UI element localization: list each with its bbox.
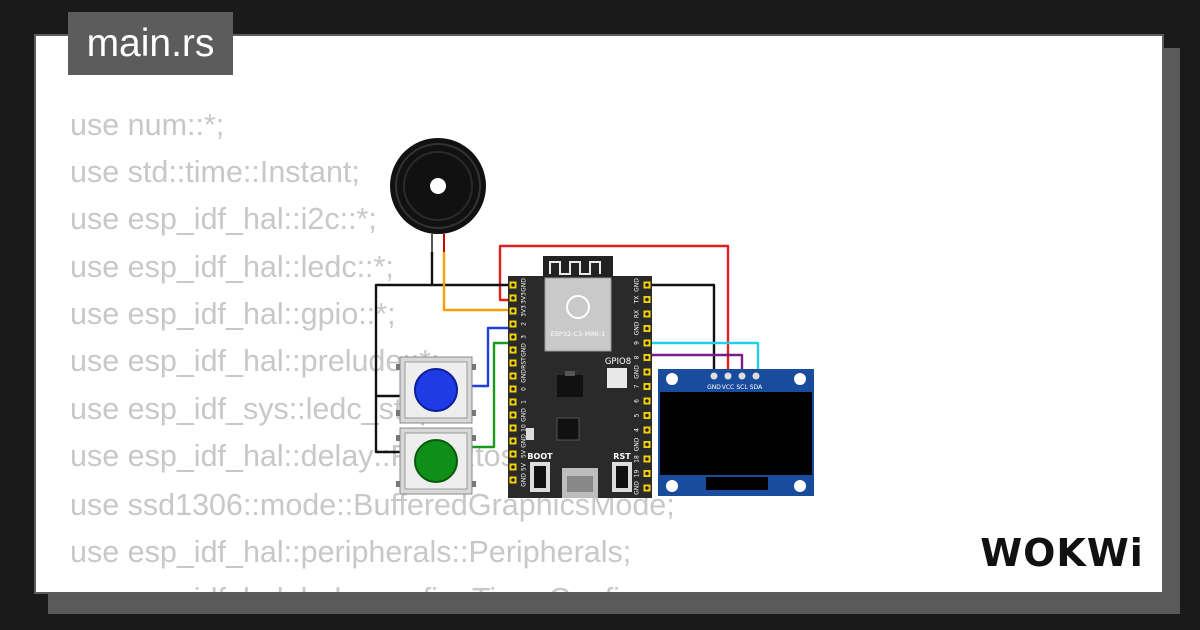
code-line: use esp_idf_hal::prelude::*; [70, 344, 440, 378]
power-led [526, 428, 534, 440]
file-tab[interactable]: main.rs [68, 12, 233, 75]
left-pin-label: GND [521, 343, 528, 357]
left-pin-label: 3V3 [521, 292, 528, 304]
regulator-chip [557, 375, 583, 397]
wire-black-gnd [374, 283, 432, 454]
right-pin-label: 9 [634, 341, 641, 345]
right-pin-label: 19 [634, 470, 641, 478]
wire-cyan [647, 341, 760, 378]
left-pin-label: 1 [521, 400, 528, 404]
left-pin-label: GND [521, 369, 528, 383]
left-pin-label: 0 [521, 387, 528, 391]
green-pushbutton[interactable] [396, 427, 476, 495]
right-pin-label: 8 [634, 355, 641, 359]
right-pin-label: TX [634, 296, 641, 305]
gpio8-led [607, 368, 627, 388]
esp32-c3-board[interactable]: ESP32-C3-MINI-1 GPIO8 BOOT RST GND3V33V3… [508, 256, 652, 498]
wire-black-oled [647, 283, 716, 378]
buzzer[interactable] [390, 138, 486, 252]
oled-display[interactable]: GND VCC SCL SDA [658, 369, 814, 496]
left-pin-label: GND [521, 408, 528, 422]
right-pin-label: 18 [634, 455, 641, 463]
right-pin-label: 7 [634, 384, 641, 388]
code-line: use esp_idf_hal::peripherals::Peripheral… [70, 535, 632, 569]
wire-green [472, 341, 512, 449]
left-pin-label: 2 [521, 322, 528, 326]
left-pin-label: 3V3 [521, 305, 528, 317]
code-line: use esp_idf_hal::ledc::config::TimerConf… [70, 582, 645, 592]
right-pin-label: GND [634, 437, 641, 451]
code-line: use esp_idf_hal::i2c::*; [70, 202, 377, 236]
left-pin-label: RST [521, 357, 528, 369]
left-pin-label: GND [521, 473, 528, 487]
blue-pushbutton[interactable] [396, 356, 476, 424]
right-pin-label: GND [634, 365, 641, 379]
right-pin-label: GND [634, 278, 641, 292]
wire-red [498, 244, 730, 378]
oled-pin-gnd: GND [707, 384, 721, 391]
code-line: use num::*; [70, 108, 225, 142]
left-pin-label: 10 [521, 424, 528, 432]
code-line: use esp_idf_hal::gpio::*; [70, 297, 396, 331]
left-pin-label: GND [521, 434, 528, 448]
boot-label: BOOT [527, 452, 553, 461]
left-pin-label: GND [521, 278, 528, 292]
oled-pin-vcc: VCC [722, 384, 734, 391]
rst-label: RST [613, 452, 631, 461]
left-pin-label: 5V [521, 449, 528, 458]
usb-chip [556, 417, 580, 441]
right-pin-label: GND [634, 481, 641, 495]
left-pin-label: 5V [521, 462, 528, 471]
right-pin-label: GND [634, 321, 641, 335]
module-label: ESP32-C3-MINI-1 [551, 330, 606, 338]
right-pin-label: 4 [634, 428, 641, 432]
code-line: use std::time::Instant; [70, 155, 360, 189]
left-pin-label: 3 [521, 335, 528, 339]
code-line: use esp_idf_sys::ledc_stop; [70, 392, 445, 426]
oled-pin-scl: SCL [736, 384, 748, 391]
gpio8-label: GPIO8 [605, 357, 631, 367]
right-pin-label: 5 [634, 413, 641, 417]
right-pin-label: 6 [634, 399, 641, 403]
wokwi-logo[interactable]: WOKWi [975, 524, 1150, 580]
espressif-logo-icon [566, 295, 590, 319]
oled-pin-sda: SDA [750, 384, 763, 391]
wire-blue [472, 326, 512, 388]
antenna-module [543, 256, 613, 280]
code-line: use esp_idf_hal::ledc::*; [70, 250, 394, 284]
right-pin-label: RX [634, 310, 641, 318]
wokwi-logo-text: WOKWi [980, 531, 1144, 575]
